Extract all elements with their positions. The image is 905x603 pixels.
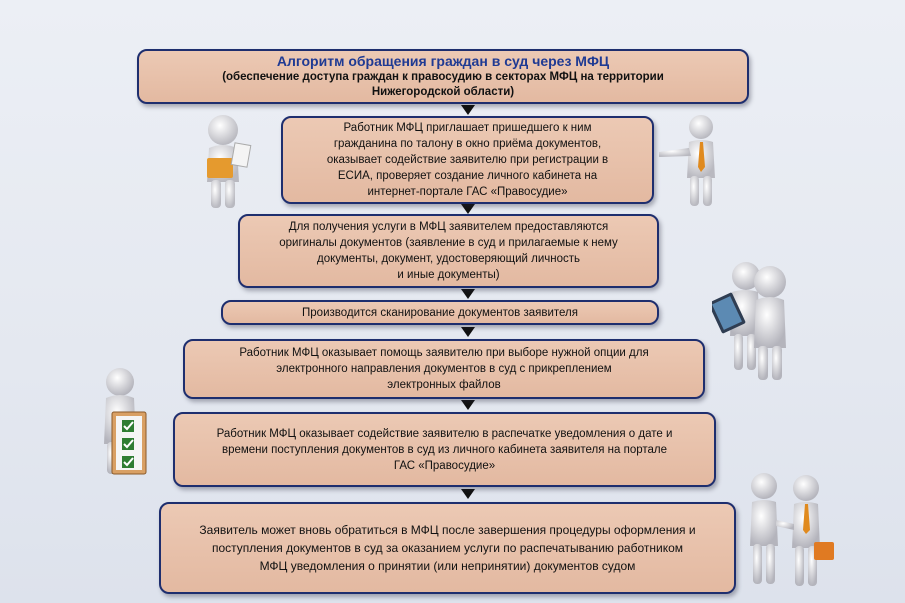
arrow-down-icon bbox=[461, 489, 475, 499]
step-4-line: электронных файлов bbox=[387, 377, 500, 393]
arrow-down-icon bbox=[461, 327, 475, 337]
arrow-down-icon bbox=[461, 400, 475, 410]
person-with-checklist-icon bbox=[92, 364, 162, 480]
handshake-people-icon bbox=[744, 470, 840, 590]
step-1-line: гражданина по талону в окно приёма докум… bbox=[334, 136, 601, 152]
person-with-folder-icon bbox=[195, 112, 265, 212]
step-3-box: Производится сканирование документов зая… bbox=[221, 300, 659, 325]
step-6-line: МФЦ уведомления о принятии (или непринят… bbox=[260, 557, 636, 575]
step-5-box: Работник МФЦ оказывает содействие заявит… bbox=[173, 412, 716, 487]
step-4-box: Работник МФЦ оказывает помощь заявителю … bbox=[183, 339, 705, 399]
step-2-box: Для получения услуги в МФЦ заявителем пр… bbox=[238, 214, 659, 288]
step-2-line: оригиналы документов (заявление в суд и … bbox=[279, 235, 618, 251]
step-1-box: Работник МФЦ приглашает пришедшего к ним… bbox=[281, 116, 654, 204]
arrow-down-icon bbox=[461, 289, 475, 299]
step-2-line: документы, документ, удостоверяющий личн… bbox=[317, 251, 580, 267]
step-4-line: электронного направления документов в су… bbox=[276, 361, 611, 377]
step-6-line: Заявитель может вновь обратиться в МФЦ п… bbox=[199, 521, 695, 539]
step-5-line: Работник МФЦ оказывает содействие заявит… bbox=[217, 426, 673, 442]
step-1-line: ЕСИА, проверяет создание личного кабинет… bbox=[338, 168, 597, 184]
step-2-line: и иные документы) bbox=[397, 267, 499, 283]
step-1-line: интернет-портале ГАС «Правосудие» bbox=[367, 184, 567, 200]
two-people-with-tablet-icon bbox=[712, 258, 798, 386]
step-1-line: Работник МФЦ приглашает пришедшего к ним bbox=[344, 120, 592, 136]
step-5-line: времени поступления документов в суд из … bbox=[222, 442, 667, 458]
step-6-box: Заявитель может вновь обратиться в МФЦ п… bbox=[159, 502, 736, 594]
step-1-line: оказывает содействие заявителю при регис… bbox=[327, 152, 608, 168]
arrow-down-icon bbox=[461, 204, 475, 214]
title-subtitle-line-2: Нижегородской области) bbox=[372, 85, 514, 100]
step-4-line: Работник МФЦ оказывает помощь заявителю … bbox=[239, 345, 648, 361]
title-subtitle-line-1: (обеспечение доступа граждан к правосуди… bbox=[222, 70, 664, 85]
step-5-line: ГАС «Правосудие» bbox=[394, 458, 495, 474]
step-3-line: Производится сканирование документов зая… bbox=[302, 305, 578, 321]
title-main: Алгоритм обращения граждан в суд через М… bbox=[277, 53, 609, 70]
step-6-line: поступления документов в суд за оказание… bbox=[212, 539, 683, 557]
person-presenting-icon bbox=[655, 112, 725, 210]
title-box: Алгоритм обращения граждан в суд через М… bbox=[137, 49, 749, 104]
arrow-down-icon bbox=[461, 105, 475, 115]
step-2-line: Для получения услуги в МФЦ заявителем пр… bbox=[289, 219, 608, 235]
